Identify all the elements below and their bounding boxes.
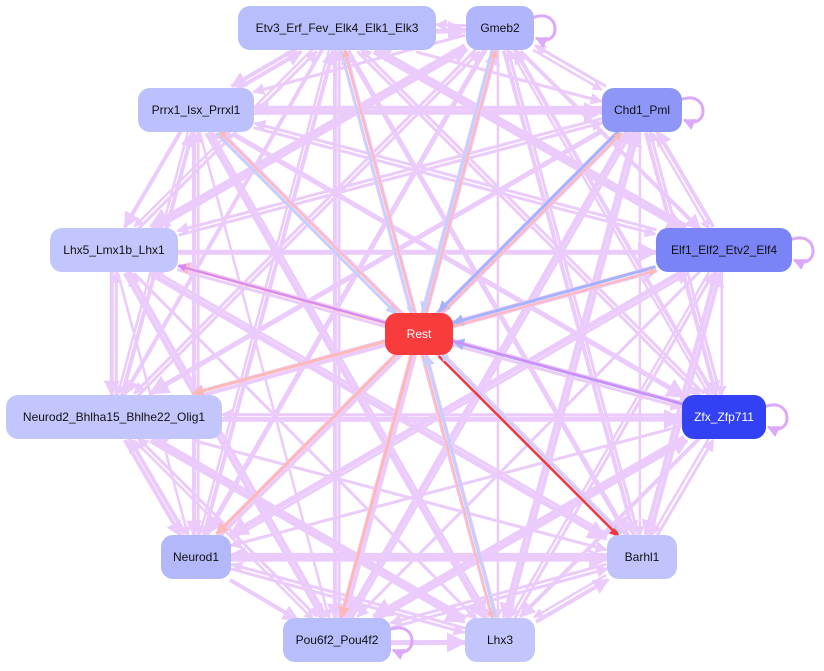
node-label: Barhl1 (625, 550, 660, 564)
edge-chd1-to-neurod2 (148, 128, 605, 396)
node-box (6, 395, 222, 439)
edge-rest-to-elf1 (453, 268, 658, 328)
edge-prrx1-to-lhx3 (204, 131, 488, 621)
edge-barhl1-to-zfx (655, 438, 715, 537)
edge-rest-to-etv3 (342, 48, 416, 313)
node-prrx1[interactable]: Prrx1_Isx_Prrxl1 (138, 88, 254, 132)
node-etv3[interactable]: Etv3_Erf_Fev_Elk4_Elk1_Elk3 (238, 6, 436, 50)
edge-barhl1-to-lhx5 (152, 268, 609, 537)
edge-lhx3-to-neurod2 (152, 435, 468, 620)
edge-rest-to-neurod1 (215, 352, 398, 536)
node-label: Pou6f2_Pou4f2 (296, 633, 379, 647)
edge-chd1-to-gmeb2 (533, 44, 607, 88)
node-lhx5[interactable]: Lhx5_Lmx1b_Lhx1 (50, 228, 178, 272)
node-box (682, 395, 766, 439)
edge-rest-to-pou6f2 (338, 354, 414, 619)
node-label: Prrx1_Isx_Prrxl1 (152, 103, 241, 117)
node-label: Neurod2_Bhlha15_Bhlhe22_Olig1 (23, 410, 205, 424)
edge-neurod2-to-barhl1 (194, 439, 608, 553)
edge-zfx-to-barhl1 (651, 437, 711, 535)
edge-neurod1-to-pou6f2 (228, 578, 299, 622)
edge-prrx1-to-zfx (231, 131, 687, 399)
edge-rest-to-barhl1 (437, 355, 620, 537)
node-box (465, 618, 535, 662)
edge-etv3-to-gmeb2 (435, 20, 468, 41)
edge-neurod1-to-elf1 (231, 272, 689, 540)
self-loop-gmeb2 (531, 14, 557, 48)
node-neurod2[interactable]: Neurod2_Bhlha15_Bhlhe22_Olig1 (6, 395, 222, 439)
node-label: Rest (407, 327, 432, 341)
edge-gmeb2-to-neurod1 (204, 47, 488, 536)
edge-chd1-to-rest (437, 129, 620, 313)
edge-zfx-to-neurod1 (229, 424, 682, 549)
self-loop-chd1 (679, 96, 705, 130)
node-neurod1[interactable]: Neurod1 (161, 535, 231, 579)
edge-elf1-to-rest (451, 265, 657, 326)
edge-prrx1-to-rest (215, 131, 398, 316)
edge-lhx3-to-prrx1 (209, 129, 491, 618)
edge-rest-to-prrx1 (218, 130, 401, 313)
node-label: Chd1_Pml (614, 103, 670, 117)
node-box (283, 618, 391, 662)
edge-elf1-to-prrx1 (253, 120, 657, 232)
node-box (656, 228, 792, 272)
node-label: Lhx3 (487, 633, 513, 647)
node-gmeb2[interactable]: Gmeb2 (466, 6, 534, 50)
node-box (50, 228, 178, 272)
edge-lhx3-to-rest (423, 353, 498, 619)
node-box (385, 313, 453, 355)
edge-neurod2-to-neurod1 (123, 439, 183, 538)
edge-elf1-to-neurod1 (228, 268, 687, 537)
node-chd1[interactable]: Chd1_Pml (602, 88, 682, 132)
edge-rest-to-gmeb2 (425, 49, 498, 314)
edge-rest-to-lhx3 (422, 355, 495, 620)
edge-etv3-to-rest (340, 50, 414, 315)
edge-lhx3-to-barhl1 (535, 578, 610, 624)
node-label: Elf1_Elf2_Etv2_Elf4 (671, 243, 777, 257)
edge-rest-to-chd1 (440, 132, 623, 315)
node-pou6f2[interactable]: Pou6f2_Pou4f2 (283, 618, 391, 662)
nodes-layer: Etv3_Erf_Fev_Elk4_Elk1_Elk3 Gmeb2Prrx1_Is… (6, 6, 792, 662)
edge-prrx1-to-lhx5 (123, 129, 183, 229)
node-box (238, 6, 436, 50)
edge-lhx5-to-barhl1 (149, 271, 608, 541)
self-loop-pou6f2 (388, 626, 414, 660)
edge-chd1-to-elf1 (651, 132, 711, 230)
node-label: Gmeb2 (480, 21, 520, 35)
node-lhx3[interactable]: Lhx3 (465, 618, 535, 662)
edge-neurod1-to-neurod2 (127, 436, 187, 535)
edge-prrx1-to-elf1 (253, 126, 657, 238)
node-box (602, 88, 682, 132)
edge-zfx-to-pou6f2 (372, 435, 686, 619)
self-loop-elf1 (789, 236, 815, 270)
node-label: Etv3_Erf_Fev_Elk4_Elk1_Elk3 (256, 21, 419, 35)
node-label: Lhx5_Lmx1b_Lhx1 (63, 243, 165, 257)
edge-lhx5-to-gmeb2 (152, 47, 469, 232)
edge-pou6f2-to-barhl1 (391, 565, 609, 630)
node-box (138, 88, 254, 132)
node-zfx[interactable]: Zfx_Zfp711 (682, 395, 766, 439)
edge-gmeb2-to-etv3 (434, 19, 467, 32)
edge-rest-to-neurod2 (191, 340, 385, 397)
edges-layer (103, 14, 815, 660)
node-elf1[interactable]: Elf1_Elf2_Etv2_Elf4 (656, 228, 792, 272)
self-loop-zfx (763, 403, 789, 437)
node-label: Zfx_Zfp711 (694, 410, 754, 424)
node-box (466, 6, 534, 50)
edge-gmeb2-to-chd1 (532, 48, 603, 91)
edge-lhx5-to-chd1 (178, 119, 604, 237)
node-box (161, 535, 231, 579)
edge-chd1-to-lhx5 (176, 117, 602, 234)
edge-prrx1-to-etv3 (234, 50, 303, 92)
edge-gmeb2-to-rest (419, 49, 495, 314)
edge-elf1-to-chd1 (655, 129, 715, 228)
edge-barhl1-to-pou6f2 (389, 562, 607, 626)
edge-pou6f2-to-zfx (375, 438, 689, 622)
node-label: Neurod1 (173, 550, 219, 564)
edge-neurod1-to-lhx3 (230, 567, 466, 636)
node-barhl1[interactable]: Barhl1 (607, 535, 677, 579)
edge-barhl1-to-rest (440, 353, 622, 535)
node-rest[interactable]: Rest (385, 313, 453, 355)
node-box (607, 535, 677, 579)
